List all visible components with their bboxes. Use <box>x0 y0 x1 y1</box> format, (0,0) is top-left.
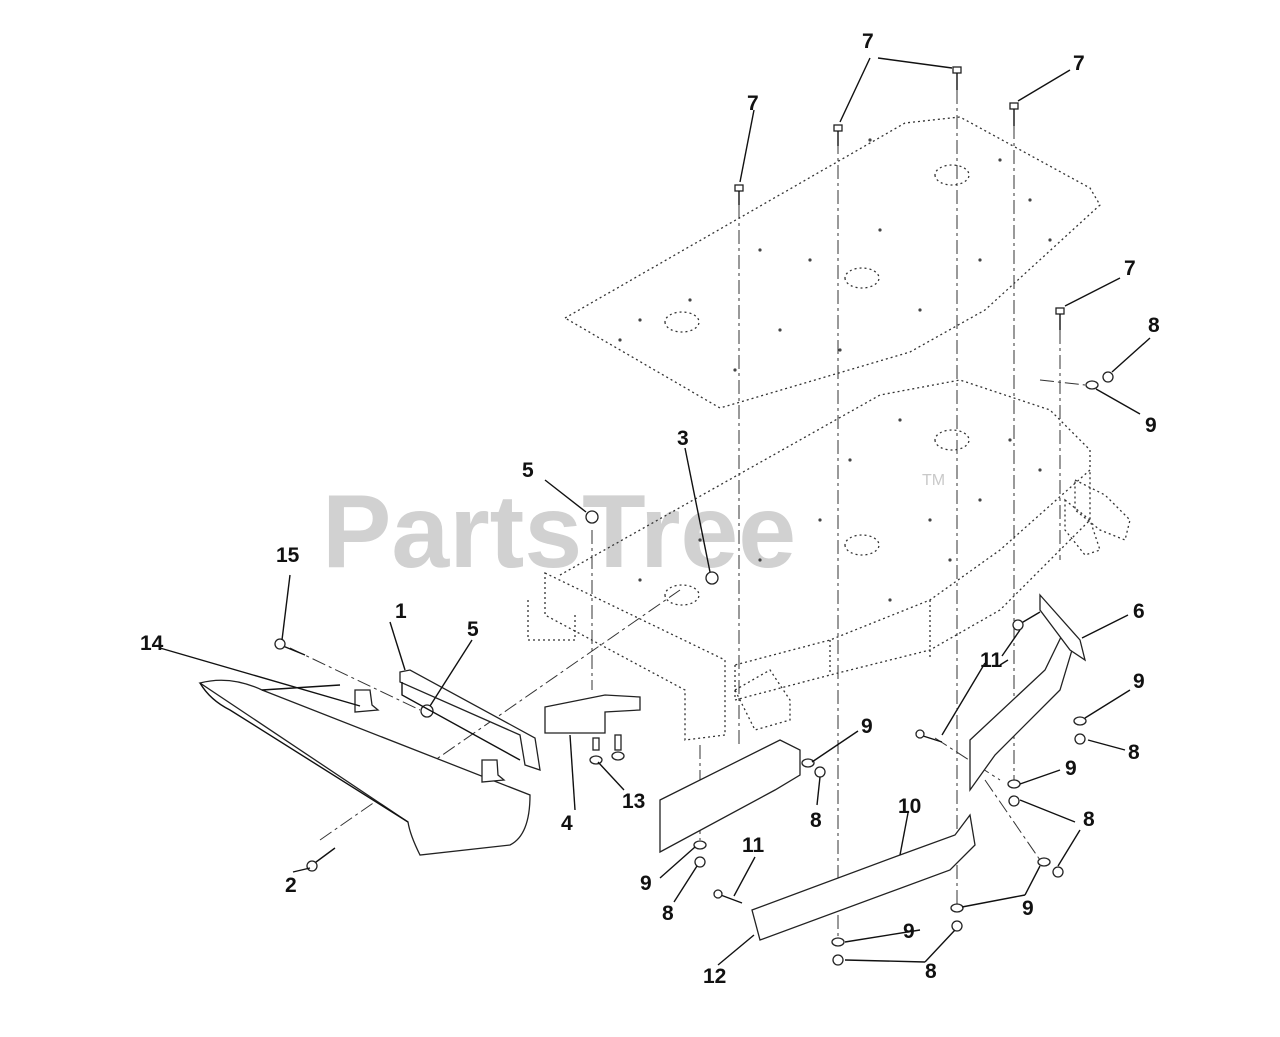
callout-8b: 8 <box>1128 741 1140 764</box>
callout-9c: 9 <box>1065 757 1077 780</box>
callout-9f: 9 <box>1022 897 1034 920</box>
alignment-lines <box>289 90 1086 945</box>
callout-8f: 8 <box>925 960 937 983</box>
callout-9a: 9 <box>1145 414 1157 437</box>
callout-2: 2 <box>285 874 297 897</box>
callout-9g: 9 <box>903 920 915 943</box>
bolt-icon <box>734 66 1065 330</box>
callout-9e: 9 <box>640 872 652 895</box>
callout-14: 14 <box>140 632 164 655</box>
discharge-chute <box>198 679 531 856</box>
callout-5b: 5 <box>467 618 479 641</box>
callout-1: 1 <box>395 600 407 623</box>
callout-7d: 7 <box>1124 257 1136 280</box>
leader-lines <box>159 57 1151 966</box>
callout-3: 3 <box>677 427 689 450</box>
watermark-tm: TM <box>922 472 945 489</box>
hardware-icons <box>420 371 1114 966</box>
screws <box>274 611 1041 904</box>
callout-13: 13 <box>622 790 645 813</box>
callout-10: 10 <box>898 795 921 818</box>
mower-deck-housing <box>527 379 1131 741</box>
callout-8d: 8 <box>1083 808 1095 831</box>
callout-11a: 11 <box>980 649 1003 672</box>
callout-5a: 5 <box>522 459 534 482</box>
callout-7b: 7 <box>1073 52 1085 75</box>
deflector-bracket <box>544 694 641 765</box>
callout-7a: 7 <box>862 30 874 53</box>
callout-12: 12 <box>703 965 726 988</box>
upper-deck-plate <box>563 116 1101 409</box>
callout-8e: 8 <box>662 902 674 925</box>
hinge-bracket <box>399 669 541 771</box>
baffle-plates <box>659 593 1087 941</box>
watermark-text: PartsTree <box>322 474 796 590</box>
watermark: PartsTree TM <box>322 472 945 590</box>
callout-9d: 9 <box>861 715 873 738</box>
callout-4: 4 <box>561 812 573 835</box>
callout-8c: 8 <box>810 809 822 832</box>
callout-11b: 11 <box>742 834 765 857</box>
callout-8a: 8 <box>1148 314 1160 337</box>
callout-15: 15 <box>276 544 300 567</box>
callout-6: 6 <box>1133 600 1145 623</box>
chute-brackets <box>354 689 506 783</box>
callout-labels: 1 2 3 4 5 5 6 7 7 7 7 7 8 8 8 8 8 8 8 9 … <box>140 30 1160 988</box>
callout-7c: 7 <box>747 92 759 115</box>
callout-9b: 9 <box>1133 670 1145 693</box>
